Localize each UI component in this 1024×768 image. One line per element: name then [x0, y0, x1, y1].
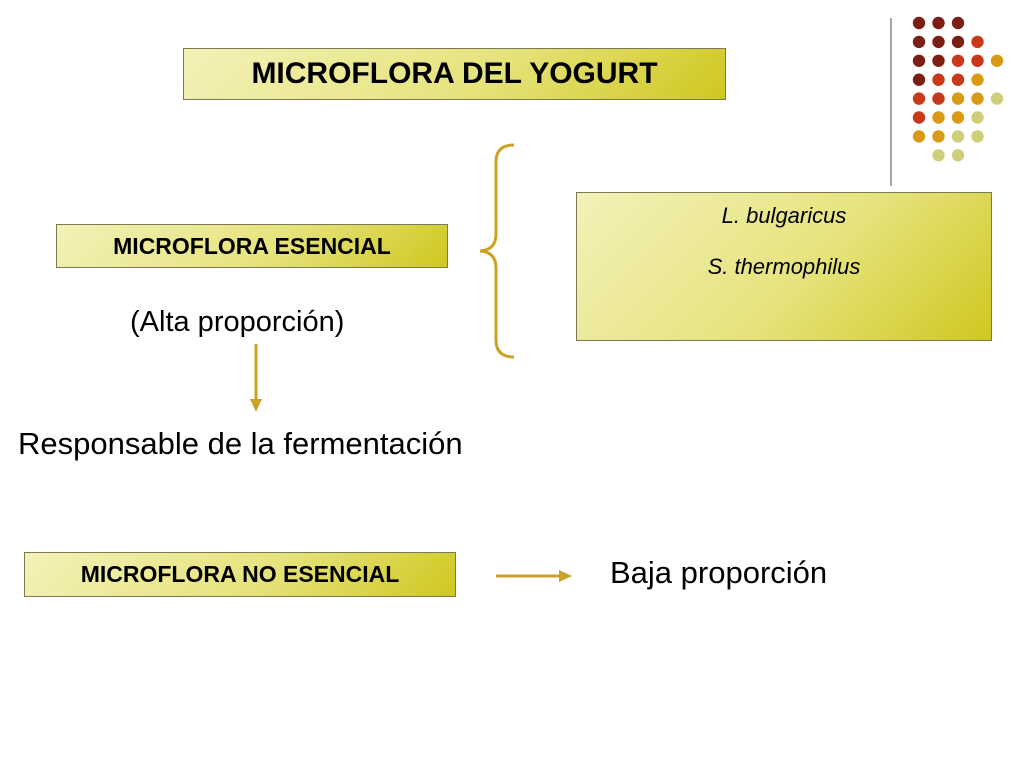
decorative-dot [951, 130, 965, 143]
microflora-esencial-label: MICROFLORA ESENCIAL [113, 232, 391, 259]
decorative-dot [951, 149, 965, 162]
species-thermophilus: S. thermophilus [707, 254, 861, 279]
decorative-dot [971, 130, 984, 143]
decorative-dot [951, 35, 965, 49]
decorative-dot [932, 130, 945, 143]
alta-proporcion-text: (Alta proporción) [130, 306, 345, 338]
decorative-dot [912, 16, 926, 30]
baja-proporcion-text: Baja proporción [610, 555, 828, 590]
decorative-dot [912, 111, 926, 124]
down-arrow-head [250, 399, 262, 412]
dot-grid-decoration [912, 16, 1004, 162]
right-arrow-head [559, 570, 572, 582]
decorative-dot [912, 92, 926, 105]
responsable-fermentacion-text: Responsable de la fermentación [18, 426, 463, 461]
page-title: MICROFLORA DEL YOGURT [251, 57, 658, 90]
decorative-dot [932, 35, 945, 49]
decorative-dot [990, 54, 1004, 67]
decorative-dot [932, 16, 945, 30]
decorative-dot [951, 54, 965, 67]
decorative-dot [990, 92, 1004, 105]
decorative-dot [951, 111, 965, 124]
species-bulgaricus: L. bulgaricus [721, 203, 847, 228]
species-box: L. bulgaricus S. thermophilus [576, 192, 992, 341]
decorative-dot [971, 73, 984, 86]
decorative-dot [932, 111, 945, 124]
decorative-dot [971, 111, 984, 124]
microflora-esencial-box: MICROFLORA ESENCIAL [56, 224, 448, 268]
decorative-dot [932, 73, 945, 86]
decorative-dot [971, 54, 984, 67]
decorative-dot [912, 54, 926, 67]
decorative-dot [971, 35, 984, 49]
decorative-dot [912, 35, 926, 49]
decorative-dot [971, 92, 984, 105]
decorative-dot [951, 73, 965, 86]
decorative-dot [932, 92, 945, 105]
microflora-no-esencial-label: MICROFLORA NO ESENCIAL [80, 561, 400, 587]
decorative-dot [912, 73, 926, 86]
decorative-dot [932, 149, 945, 162]
decorative-dot [951, 16, 965, 30]
decorative-dot [912, 130, 926, 143]
microflora-no-esencial-box: MICROFLORA NO ESENCIAL [24, 552, 456, 597]
curly-brace [479, 143, 515, 359]
decorative-dot [932, 54, 945, 67]
title-box: MICROFLORA DEL YOGURT [183, 48, 726, 100]
decorative-dot [951, 92, 965, 105]
